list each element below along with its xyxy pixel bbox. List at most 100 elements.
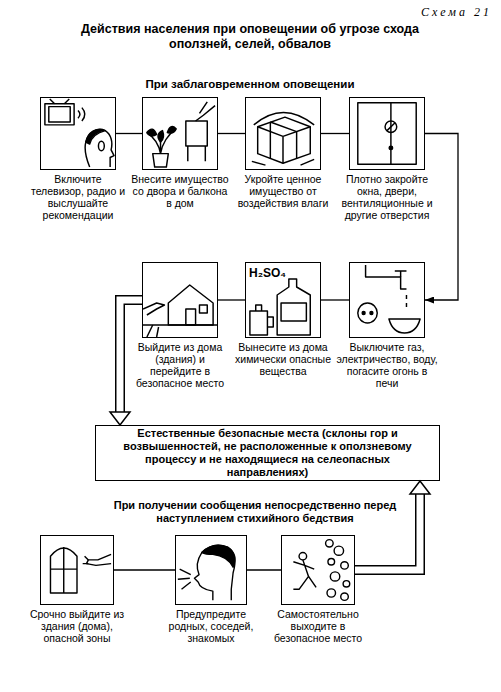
illustration-stroke: [389, 319, 420, 333]
connector-group: [321, 133, 349, 134]
illustration-stroke: [258, 117, 311, 163]
illustration-stroke: [168, 285, 213, 325]
illustration-stroke: [389, 146, 393, 149]
illustration-stroke: [334, 546, 343, 555]
step-illustration: [41, 536, 113, 604]
illustration-stroke: [196, 102, 215, 121]
flow-line: [218, 133, 245, 134]
illustration-stroke: [50, 99, 69, 104]
connector-group: [425, 134, 458, 301]
step-illustration: [282, 536, 354, 604]
illustration-stroke: [83, 556, 89, 563]
illustration-stroke: [330, 572, 339, 581]
illustration-stroke: [406, 295, 407, 307]
picture-step-box: Плотно закройте окна, двери, вентиляцион…: [349, 97, 425, 170]
picture-step-box: Внесите имущество со двора и балкона в д…: [142, 97, 218, 170]
illustration-stroke: [299, 553, 307, 560]
illustration-stroke: [281, 303, 306, 321]
step-illustration: [350, 98, 424, 169]
illustration-stroke: [178, 569, 191, 589]
illustration-stroke: [252, 159, 314, 165]
illustration-stroke: [328, 559, 335, 565]
picture-step-box: Включите телевизор, радио и выслушайте р…: [40, 97, 116, 170]
illustration-stroke: [50, 548, 77, 593]
illustration-stroke: [370, 312, 373, 315]
step-caption: Срочно выйдите из здания (дома), опасной…: [27, 608, 127, 644]
step-caption: Выключите газ, электричество, воду, пога…: [336, 341, 438, 389]
picture-step-box: Выключите газ, электричество, воду, пога…: [349, 262, 425, 338]
illustration-stroke: [390, 103, 391, 164]
step-caption: Вынесите из дома химически опасные вещес…: [232, 341, 334, 377]
illustration-stroke: [143, 324, 217, 326]
hollow-arrow: [120, 300, 142, 412]
illustration-stroke: [343, 581, 350, 587]
connector-group: [110, 300, 142, 425]
picture-step-box: Предупредите родных, соседей, знакомых: [175, 535, 247, 605]
picture-step-box: Самостоятельно выходите в безопасное мес…: [281, 535, 355, 605]
illustration-stroke: [202, 545, 235, 567]
connector-group: [218, 133, 245, 134]
illustration-stroke: [167, 127, 176, 133]
illustration-stroke: [49, 107, 70, 122]
step-caption: Включите телевизор, радио и выслушайте р…: [27, 173, 129, 221]
illustration-stroke: [45, 104, 74, 125]
illustration-stroke: [277, 279, 310, 335]
flow-line: [321, 133, 349, 134]
step-illustration: [41, 98, 115, 169]
flow-line: [425, 134, 458, 301]
illustration-stroke: [153, 154, 169, 167]
illustration-stroke: [158, 131, 164, 143]
illustration-stroke: [147, 129, 157, 136]
illustration-stroke: [199, 305, 207, 313]
step-caption: Предупредите родных, соседей, знакомых: [162, 608, 260, 644]
illustration-stroke: [186, 309, 196, 325]
section-heading: При заблаговременном оповещении: [100, 78, 400, 92]
picture-step-box: Укройте ценное имущество от воздействия …: [245, 97, 321, 170]
hollow-arrow-fill: [120, 300, 142, 412]
connector-group: [114, 570, 175, 571]
illustration-stroke: [358, 303, 377, 323]
connector-group: [355, 481, 430, 570]
box-text: Естественные безопасные места (склоны го…: [96, 424, 439, 483]
hollow-arrow-head: [410, 481, 430, 494]
step-caption: Самостоятельно выходите в безопасное мес…: [268, 608, 368, 644]
illustration-stroke: [98, 141, 104, 151]
connector-group: [218, 300, 245, 301]
illustration-stroke: [194, 545, 235, 600]
illustration-stroke: [143, 303, 164, 315]
illustration-stroke: [395, 271, 407, 277]
step-illustration: [350, 263, 424, 337]
connector-group: [116, 133, 142, 134]
illustration-stroke: [86, 554, 111, 565]
flow-line: [218, 299, 245, 300]
illustration-stroke: [341, 593, 349, 600]
illustration-stroke: [50, 547, 77, 593]
step-caption: Внесите имущество со двора и балкона в д…: [129, 173, 231, 209]
flow-line: [321, 299, 349, 300]
section-heading: При получении сообщения непосредственно …: [110, 499, 400, 525]
step-caption: Укройте ценное имущество от воздействия …: [232, 173, 334, 209]
illustration-stroke: [267, 317, 273, 327]
step-caption: Выйдите из дома (здания) и перейдите в б…: [129, 341, 231, 389]
illustration-stroke: [327, 589, 336, 597]
flow-line: [116, 133, 142, 134]
illustration-stroke: [250, 305, 268, 335]
step-illustration: [176, 536, 246, 604]
illustration-stroke: [254, 112, 314, 124]
step-caption: Плотно закройте окна, двери, вентиляцион…: [336, 173, 438, 221]
step-illustration: [143, 263, 217, 337]
hollow-arrow-head: [110, 412, 130, 425]
connector-group: [321, 300, 349, 301]
diagram-title: Действия населения при оповещении об угр…: [70, 22, 430, 52]
scheme-number: Схема 21: [370, 5, 492, 19]
illustration-stroke: [385, 121, 397, 133]
connector-group: [247, 570, 281, 571]
illustration-stroke: [341, 562, 349, 569]
flow-line: [114, 569, 175, 570]
illustration-stroke: [78, 108, 85, 121]
illustration-stroke: [188, 146, 206, 161]
illustration-stroke: [362, 312, 365, 315]
picture-step-box: Выйдите из дома (здания) и перейдите в б…: [142, 262, 218, 338]
illustration-stroke: [258, 127, 311, 163]
